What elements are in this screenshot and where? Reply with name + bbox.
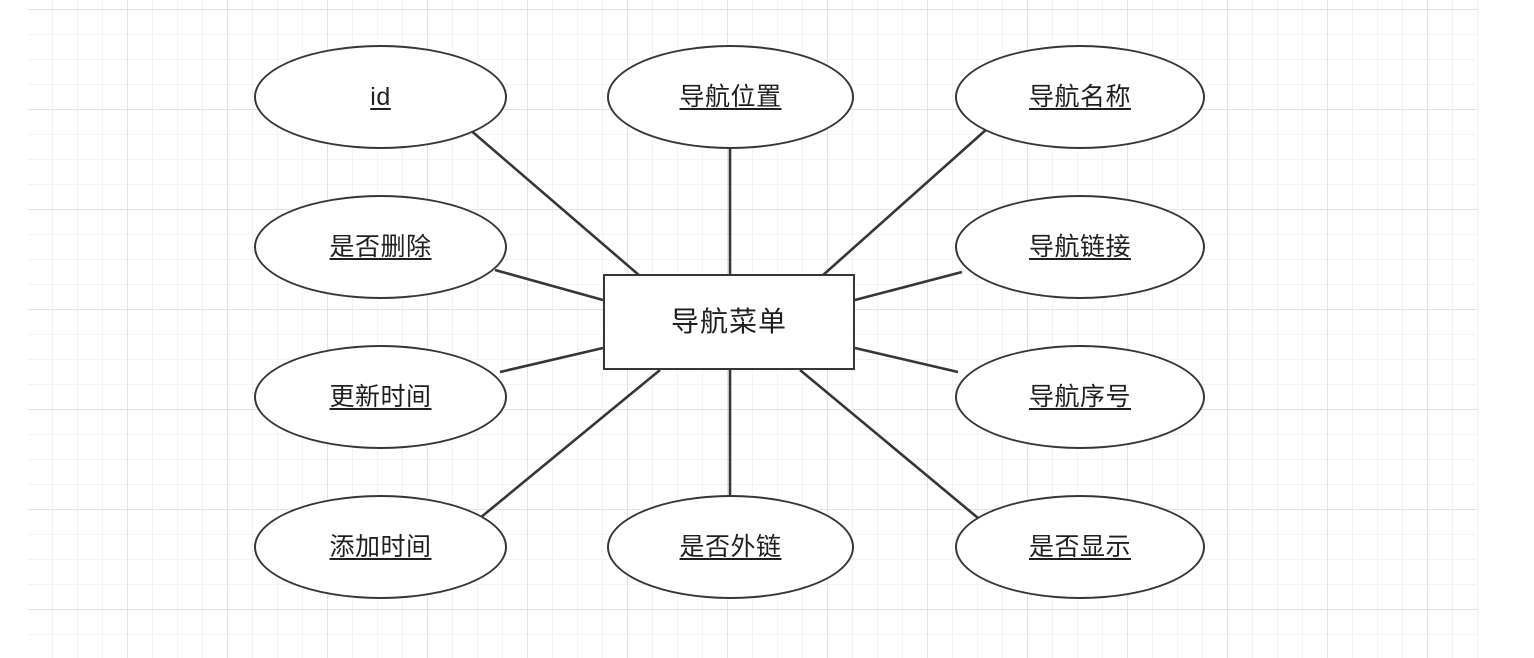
attribute-node-is-deleted[interactable]: 是否删除 bbox=[254, 195, 507, 299]
connector-line bbox=[479, 368, 661, 520]
attribute-label: id bbox=[370, 82, 391, 111]
attribute-node-nav-name[interactable]: 导航名称 bbox=[955, 45, 1205, 149]
attribute-label: 是否显示 bbox=[1028, 532, 1131, 561]
attribute-label: 添加时间 bbox=[329, 532, 432, 561]
entity-label: 导航菜单 bbox=[670, 306, 787, 337]
entity-node-nav-menu[interactable]: 导航菜单 bbox=[603, 274, 855, 370]
attribute-label: 是否删除 bbox=[329, 232, 432, 261]
attribute-node-is-visible[interactable]: 是否显示 bbox=[955, 495, 1205, 599]
connector-line bbox=[494, 268, 604, 302]
connector-line bbox=[854, 346, 959, 374]
attribute-label: 是否外链 bbox=[679, 532, 782, 561]
attribute-label: 导航序号 bbox=[1028, 382, 1131, 411]
connector-line bbox=[821, 127, 989, 277]
connector-line bbox=[854, 270, 963, 302]
attribute-node-nav-link[interactable]: 导航链接 bbox=[955, 195, 1205, 299]
attribute-node-id[interactable]: id bbox=[254, 45, 507, 149]
attribute-label: 更新时间 bbox=[329, 382, 432, 411]
attribute-node-nav-position[interactable]: 导航位置 bbox=[607, 45, 854, 149]
attribute-node-add-time[interactable]: 添加时间 bbox=[254, 495, 507, 599]
connector-line bbox=[499, 346, 604, 374]
attribute-node-update-time[interactable]: 更新时间 bbox=[254, 345, 507, 449]
connector-line bbox=[799, 369, 979, 519]
attribute-label: 导航位置 bbox=[679, 82, 782, 111]
attribute-label: 导航名称 bbox=[1028, 82, 1131, 111]
attribute-label: 导航链接 bbox=[1028, 232, 1131, 261]
connector-line bbox=[467, 127, 641, 277]
attribute-node-is-external[interactable]: 是否外链 bbox=[607, 495, 854, 599]
attribute-node-nav-order[interactable]: 导航序号 bbox=[955, 345, 1205, 449]
